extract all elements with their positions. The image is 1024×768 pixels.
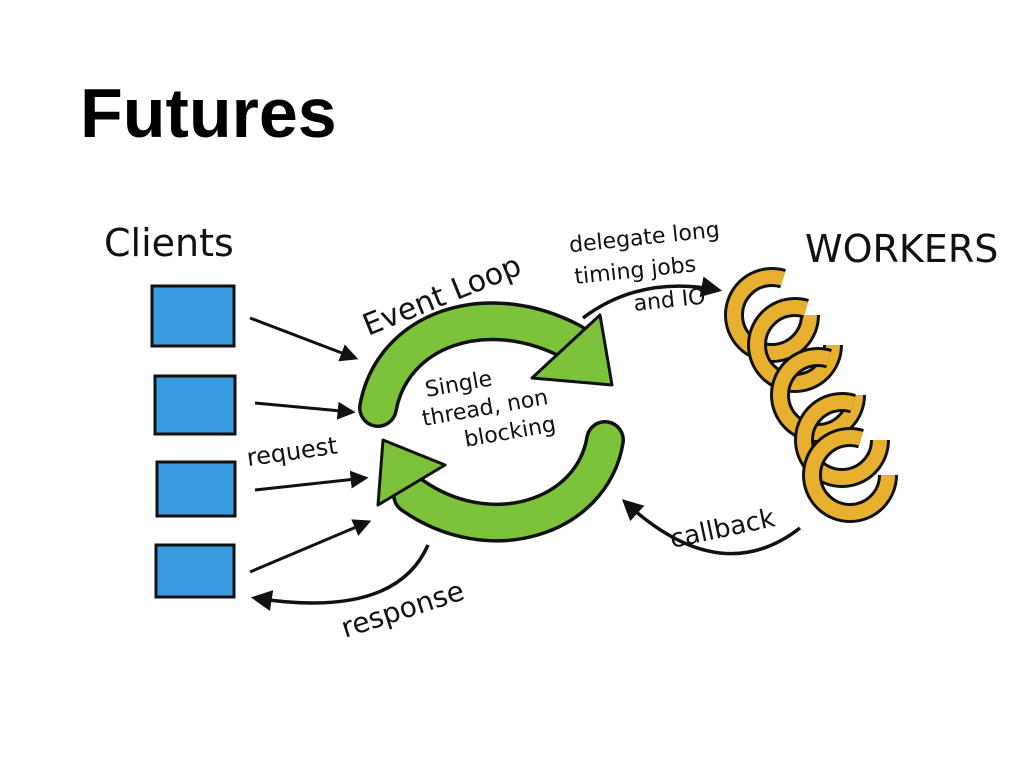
worker-cycle [747, 297, 843, 393]
event-loop-top-arrowhead [530, 313, 614, 387]
delegate-arrow [581, 276, 723, 320]
request-arrow [254, 470, 369, 492]
response-label: response [337, 574, 468, 645]
request-arrow [249, 519, 372, 574]
delegate-label: delegate long timing jobs and IO [568, 217, 735, 323]
event-loop-cycle [358, 301, 625, 543]
worker-cycle [770, 347, 866, 443]
worker-cycle [724, 267, 820, 363]
client-box [153, 374, 237, 436]
callback-arrow [621, 499, 802, 556]
client-box [150, 284, 236, 348]
client-box [154, 543, 236, 599]
event-loop-bottom-arrowhead [376, 438, 447, 507]
request-label: request [245, 432, 339, 472]
worker-cycle [794, 392, 890, 488]
response-arrow [250, 544, 430, 611]
request-arrows [249, 316, 372, 574]
request-arrow [249, 316, 359, 362]
slide-title: Futures [80, 74, 337, 152]
worker-cycles [724, 267, 898, 523]
workers-label: WORKERS [805, 227, 998, 271]
client-boxes [150, 284, 237, 599]
worker-cycle [802, 427, 898, 523]
loop-center-text: Single thread, non blocking [415, 356, 561, 459]
callback-label: callback [667, 503, 777, 554]
client-box [155, 460, 237, 518]
request-arrow [254, 401, 356, 420]
delegate-line: timing jobs [573, 252, 697, 290]
delegate-line: delegate long [568, 218, 721, 259]
clients-label: Clients [104, 221, 234, 265]
